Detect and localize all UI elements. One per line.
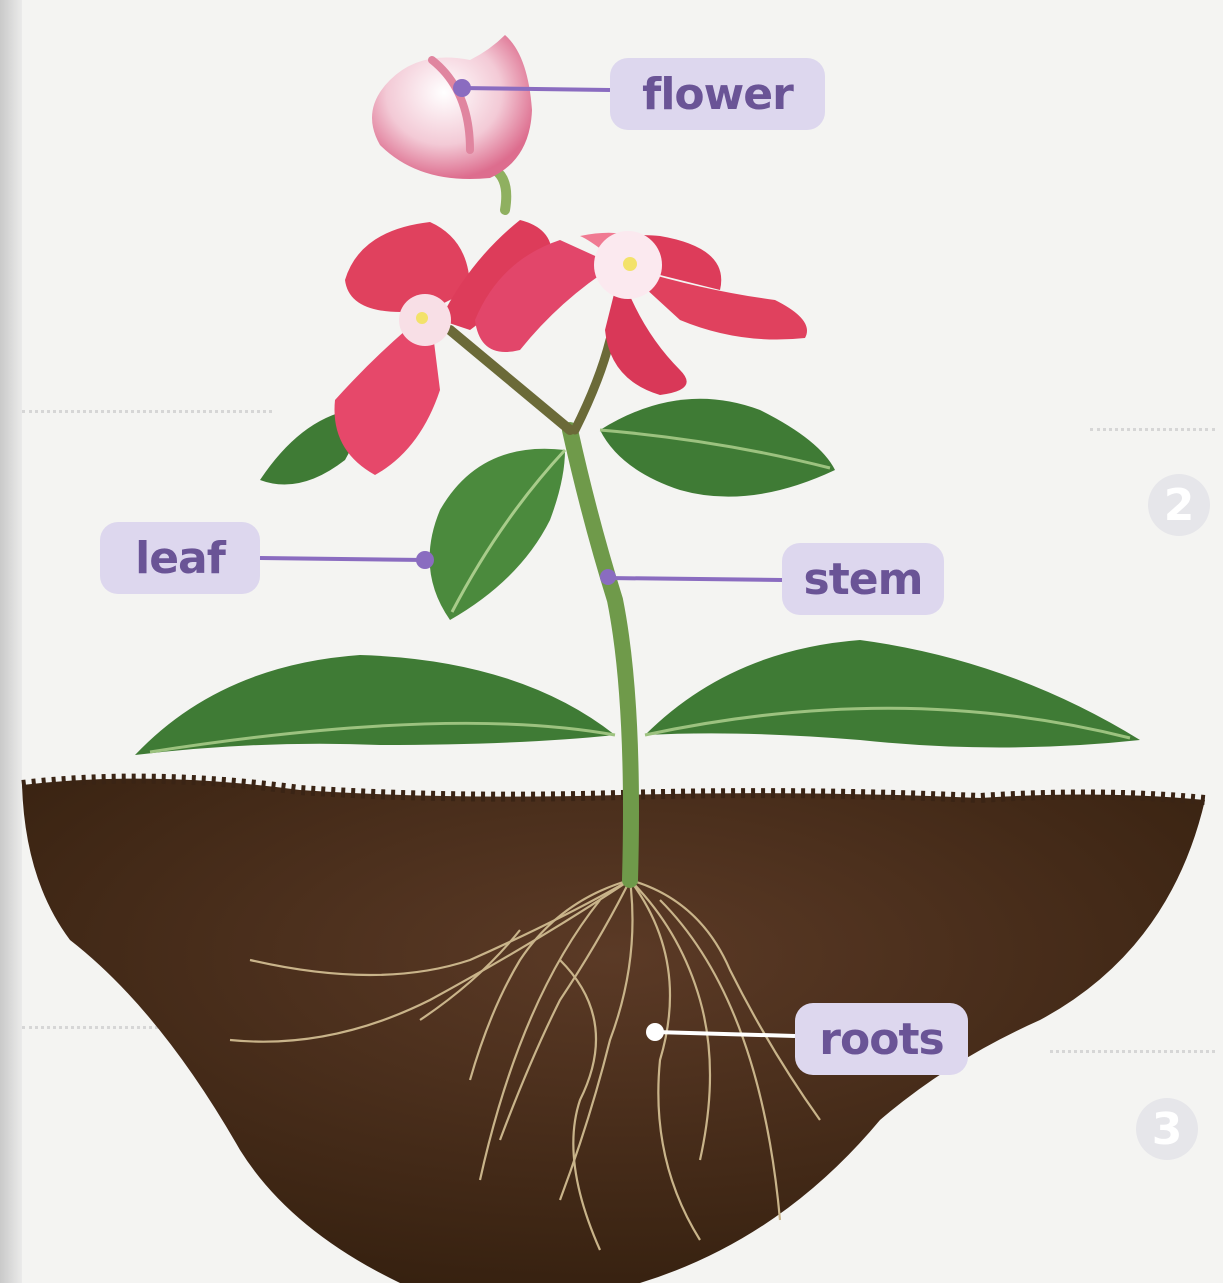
label-leaf: leaf — [100, 522, 260, 594]
label-stem: stem — [782, 543, 944, 615]
label-flower: flower — [610, 58, 825, 130]
label-roots: roots — [795, 1003, 968, 1075]
